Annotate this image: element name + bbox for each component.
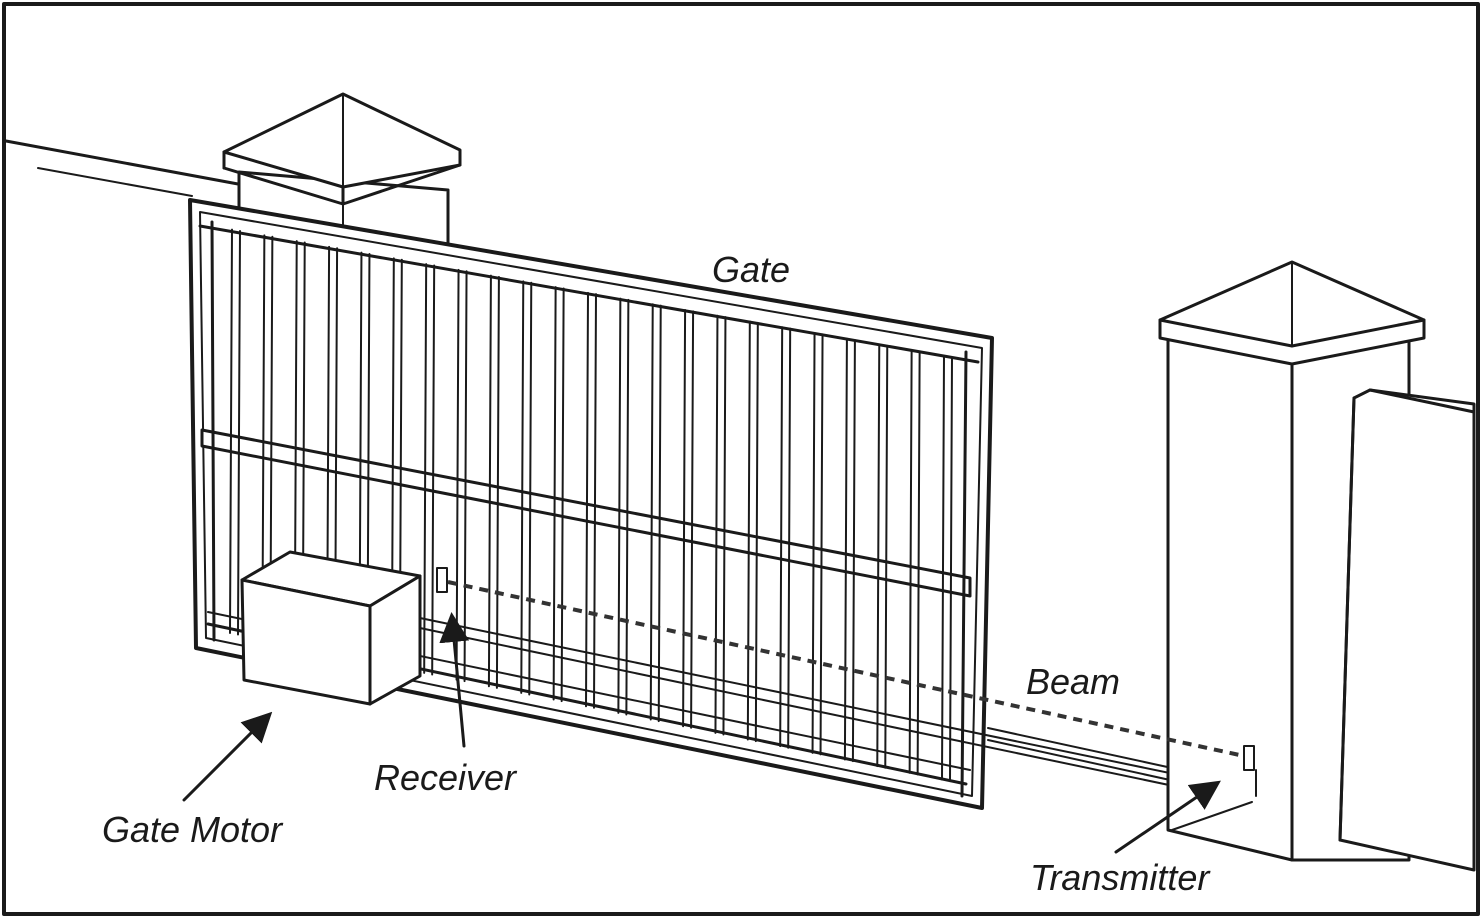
gate-bar [949,356,953,783]
gate-bar [528,281,533,696]
gate-bar [819,333,824,756]
gate-bar [876,343,881,768]
gate-bar [520,280,525,694]
receiver-device [436,567,448,593]
gate-bar [908,349,913,774]
gate-bar [625,298,630,716]
gate-bar [722,316,727,736]
gate-bar [593,293,597,709]
gate-bar [941,354,945,781]
gate-bar [495,275,500,689]
gate-motor [240,550,422,706]
gate-bar [787,327,792,749]
gate-bar [560,287,565,703]
receiver-label: Receiver [374,757,518,798]
gate-bar [754,321,759,743]
gate-bar [585,291,589,708]
gate-bar [431,264,436,676]
transmitter-label: Transmitter [1030,857,1211,898]
gate-bar [229,228,233,634]
left-pillar [222,92,462,250]
gate-track [419,617,1253,803]
gate-bar [884,344,889,769]
gate-bar [916,350,921,776]
gate-bar [779,326,784,748]
gate-label: Gate [712,249,790,290]
gate-bar [552,286,557,701]
beam-line [447,580,1245,758]
gate-bar [237,230,241,636]
gate-bar [423,263,428,674]
beam-label: Beam [1026,661,1120,702]
gate-bar [649,303,654,721]
gate-bar [682,309,687,728]
gate-bars [229,228,953,783]
gate-bar [455,268,460,681]
gate-motor-label: Gate Motor [102,809,284,850]
left-wall [4,139,240,197]
gate-bar [690,310,695,729]
gate-bar [851,339,856,763]
receiver-arrow [439,612,470,748]
transmitter-arrow [1114,780,1221,854]
right-wall [1338,388,1476,872]
transmitter-device [1243,745,1255,771]
gate-bar [657,304,662,723]
gate-bar [843,337,848,761]
gate-bar [714,314,719,734]
gate-bar [746,320,751,741]
gate-bar [811,332,816,754]
gate-bar [617,297,622,714]
gate-motor-arrow [182,711,273,802]
gate [188,198,994,810]
gate-bar [487,274,492,688]
